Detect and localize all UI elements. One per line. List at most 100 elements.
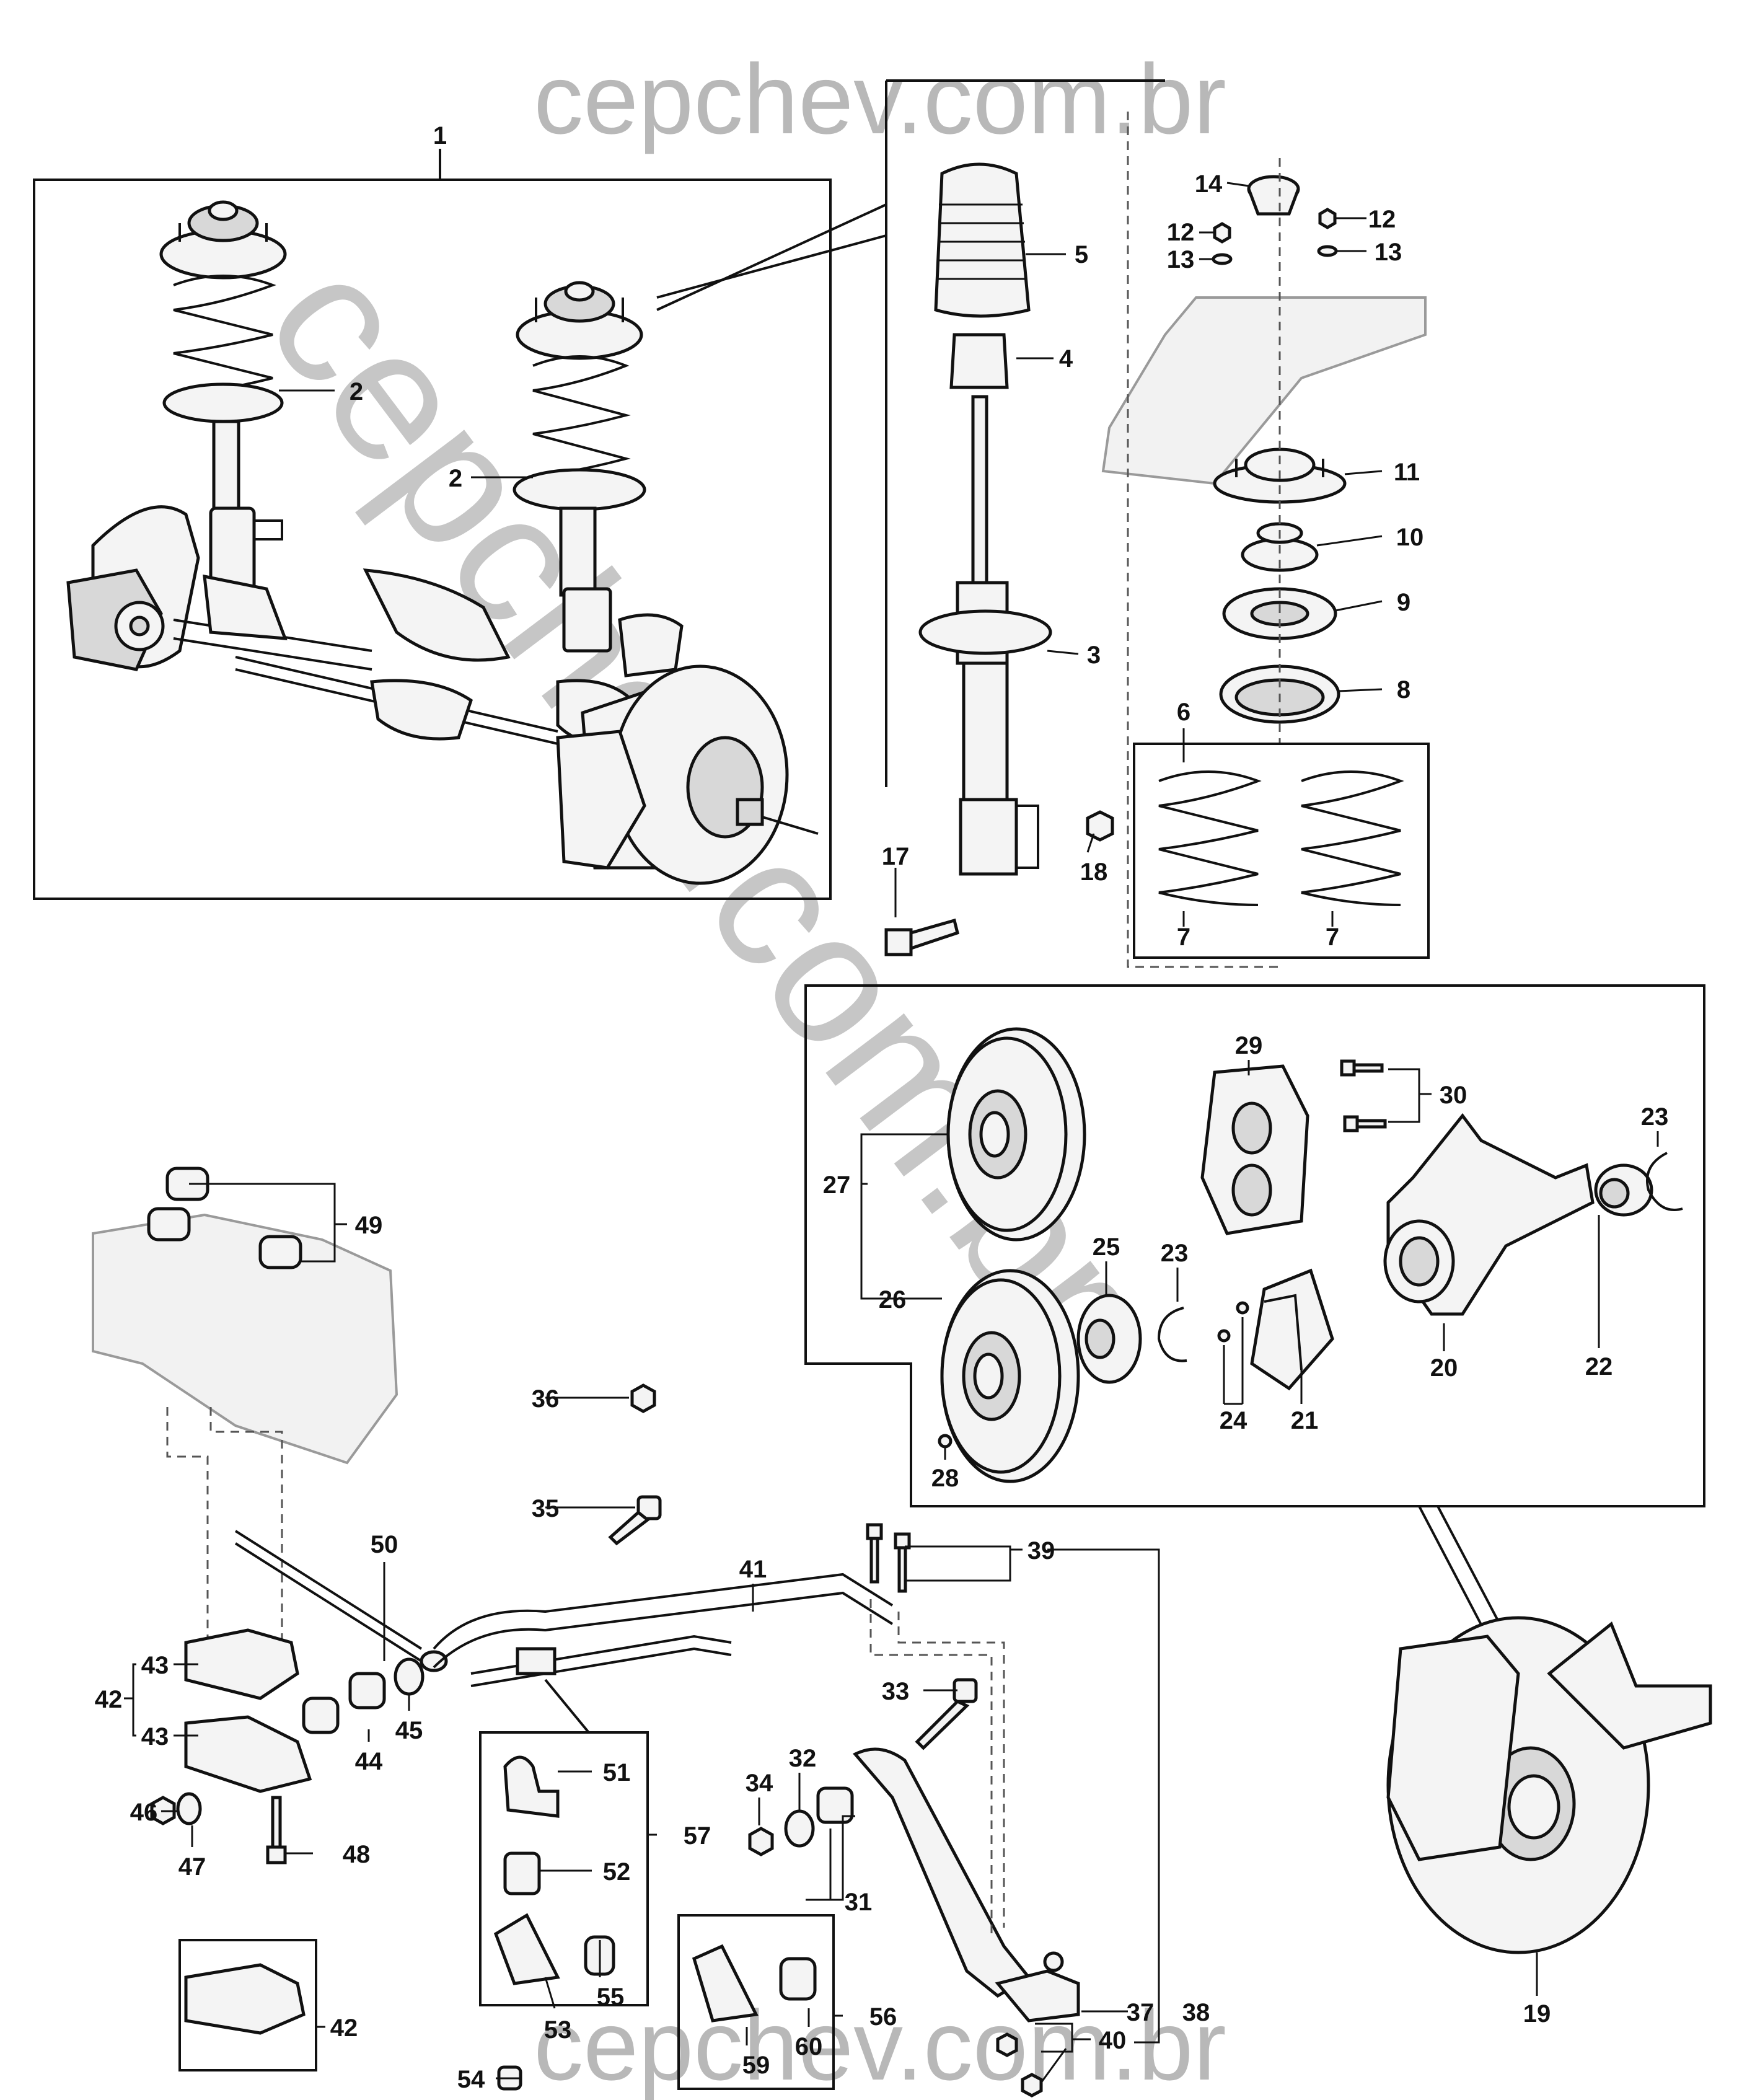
bump-stop-part-4 xyxy=(949,333,1009,389)
label-7a: 7 xyxy=(1177,924,1190,951)
watermark-bottom: cepchev.com.br xyxy=(534,1990,1226,2100)
splash-shield-part-21 xyxy=(1250,1268,1334,1391)
wheel-bearing-part-22 xyxy=(1594,1163,1653,1217)
stabilizer-bar-part-41 xyxy=(433,1573,894,1687)
label-28: 28 xyxy=(931,1465,959,1492)
bracket-box-42 xyxy=(178,1939,317,2071)
label-19: 19 xyxy=(1523,2000,1551,2027)
nut-part-12-right xyxy=(1318,208,1337,229)
label-46: 46 xyxy=(130,1799,158,1826)
bushings-part-44-45 xyxy=(302,1657,425,1734)
label-8: 8 xyxy=(1397,676,1410,704)
label-34: 34 xyxy=(746,1770,773,1797)
label-14: 14 xyxy=(1195,170,1223,198)
label-17: 17 xyxy=(882,843,910,870)
label-31: 31 xyxy=(845,1889,873,1916)
circlip-part-23-outer xyxy=(1646,1152,1683,1211)
brake-box xyxy=(804,984,1705,1507)
label-1: 1 xyxy=(433,122,447,149)
label-57: 57 xyxy=(684,1822,711,1850)
label-23a: 23 xyxy=(1161,1240,1189,1267)
bracket-kit-box-56 xyxy=(677,1914,835,2090)
bolts-part-39 xyxy=(866,1523,911,1593)
left-knuckle-brake xyxy=(66,505,200,671)
label-42b: 42 xyxy=(330,2014,358,2042)
part-labels: 1 2 2 3 4 5 6 7 7 8 9 10 11 12 12 13 13 … xyxy=(95,122,1669,2093)
label-18: 18 xyxy=(1080,858,1108,886)
top-mount-part-11 xyxy=(1213,448,1347,504)
circlip-part-23-inner xyxy=(1157,1307,1187,1362)
label-13b: 13 xyxy=(1375,239,1402,266)
label-33: 33 xyxy=(882,1678,910,1705)
label-53: 53 xyxy=(544,2016,572,2044)
label-10: 10 xyxy=(1396,524,1424,551)
label-12a: 12 xyxy=(1167,219,1195,246)
label-5: 5 xyxy=(1075,241,1088,268)
label-49: 49 xyxy=(355,1212,383,1239)
label-42a: 42 xyxy=(95,1686,123,1713)
vented-disc-part-27 xyxy=(946,1027,1086,1242)
nut-part-18 xyxy=(1086,810,1114,842)
label-37: 37 xyxy=(1127,1999,1155,2026)
nut-part-12-left xyxy=(1213,222,1231,244)
caliper-bolts-part-30 xyxy=(1340,1059,1387,1132)
bolt-part-48 xyxy=(266,1796,287,1864)
dust-boot-part-5 xyxy=(934,162,1031,318)
label-40: 40 xyxy=(1099,2027,1127,2054)
label-54: 54 xyxy=(457,2066,485,2093)
label-21: 21 xyxy=(1291,1407,1319,1434)
shock-absorber-part-3 xyxy=(918,395,1052,876)
washer-part-13-left xyxy=(1212,253,1233,265)
label-22: 22 xyxy=(1585,1353,1613,1380)
hub-assembly-part-19 xyxy=(1386,1616,1712,1954)
bushing-part-32 xyxy=(784,1786,854,1848)
label-26: 26 xyxy=(879,1286,907,1313)
label-56: 56 xyxy=(869,2003,897,2031)
label-32: 32 xyxy=(789,1745,817,1772)
left-strut-assembly xyxy=(159,200,287,603)
label-11: 11 xyxy=(1394,459,1420,486)
bracket-kit-box-57 xyxy=(479,1679,649,2006)
label-4: 4 xyxy=(1059,345,1073,373)
control-arm-part-31 xyxy=(853,1747,1031,1998)
label-6: 6 xyxy=(1177,699,1190,726)
label-13a: 13 xyxy=(1167,246,1195,273)
label-36: 36 xyxy=(532,1385,560,1413)
label-9: 9 xyxy=(1397,589,1410,616)
label-25: 25 xyxy=(1093,1233,1120,1261)
bolt-part-33 xyxy=(915,1678,978,1750)
label-24: 24 xyxy=(1220,1407,1247,1434)
washer-part-13-right xyxy=(1317,245,1338,257)
label-43a: 43 xyxy=(141,1652,169,1679)
label-47: 47 xyxy=(178,1853,206,1881)
front-link-part-50 xyxy=(234,1530,448,1672)
solid-disc-part-26 xyxy=(940,1269,1080,1483)
right-knuckle-disc xyxy=(556,613,819,885)
label-43b: 43 xyxy=(141,1723,169,1750)
nut-part-36 xyxy=(630,1383,656,1413)
right-strut-assembly xyxy=(513,281,646,653)
label-38: 38 xyxy=(1182,1999,1210,2026)
washer-part-47 xyxy=(176,1792,202,1825)
knuckle-part-20 xyxy=(1383,1113,1595,1316)
caliper-part-29 xyxy=(1200,1064,1309,1235)
label-60: 60 xyxy=(795,2033,823,2060)
brackets-part-43 xyxy=(184,1628,312,1793)
label-51: 51 xyxy=(603,1759,631,1786)
nuts-part-40 xyxy=(996,2032,1043,2098)
label-7b: 7 xyxy=(1326,924,1339,951)
ball-joint-part-37 xyxy=(995,1951,1080,2023)
label-2b: 2 xyxy=(449,465,462,492)
label-45: 45 xyxy=(395,1717,423,1744)
label-55: 55 xyxy=(597,1983,625,2011)
label-44: 44 xyxy=(355,1748,383,1775)
label-29: 29 xyxy=(1235,1032,1263,1059)
cap-part-14 xyxy=(1247,175,1300,216)
bolt-part-35 xyxy=(608,1495,662,1546)
label-35: 35 xyxy=(532,1495,560,1522)
label-30: 30 xyxy=(1440,1082,1467,1109)
label-48: 48 xyxy=(343,1841,371,1868)
spring-seat-part-9 xyxy=(1222,587,1337,640)
label-39: 39 xyxy=(1027,1537,1055,1564)
